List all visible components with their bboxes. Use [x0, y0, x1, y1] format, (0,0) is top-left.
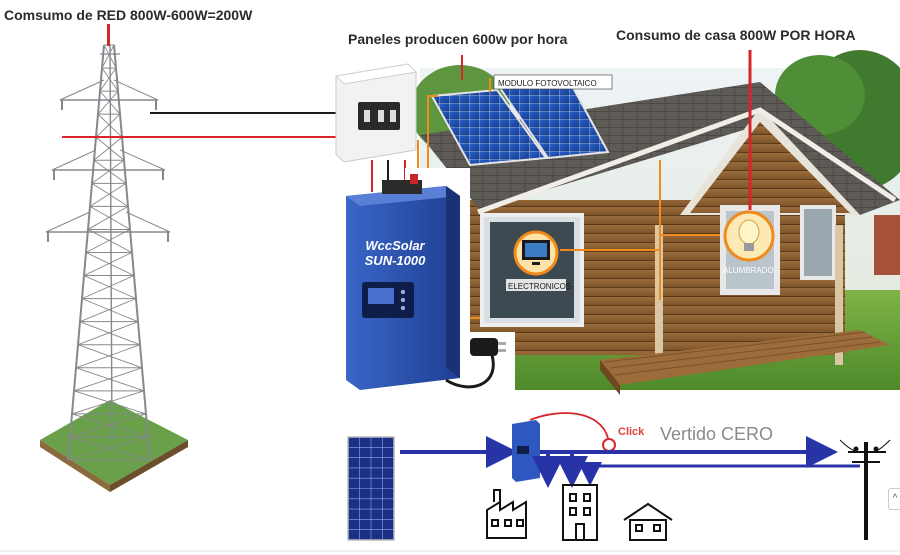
tower-strut [75, 344, 141, 369]
zero-export-label: Vertido CERO [660, 424, 774, 444]
building-icon [562, 484, 598, 541]
module-label-box [493, 74, 613, 90]
tower-strut [89, 205, 131, 230]
tower-strut [81, 275, 135, 300]
tower-strut [69, 413, 147, 438]
tv-icon [513, 230, 559, 276]
bulb-icon [723, 210, 775, 262]
tower-strut [95, 136, 125, 161]
tower-strut [97, 90, 119, 115]
red-consumption-label: Comsumo de RED 800W-600W=200W [4, 7, 253, 23]
tower-strut [109, 44, 113, 441]
tower-strut [97, 113, 123, 138]
tower-strut [103, 44, 117, 69]
utility-pole-icon [839, 439, 891, 540]
tower-strut [85, 229, 131, 253]
factory-icon [486, 489, 527, 539]
tower-strut [99, 90, 121, 115]
electronics-label-box [506, 279, 566, 291]
breaker-box-icon [334, 63, 418, 163]
tower-strut [59, 79, 105, 101]
tower-ground [40, 400, 188, 485]
lighting-label: ALUMBRADO [723, 266, 774, 275]
tower-strut [71, 413, 149, 438]
tower-strut [51, 149, 97, 171]
tower-strut [77, 344, 143, 369]
click-label: Click [618, 426, 645, 438]
electronics-label: ELECTRONICOS [508, 282, 572, 291]
tower-strut [79, 298, 137, 323]
tower-strut [77, 321, 139, 346]
tower-strut [83, 252, 133, 276]
tower-strut [81, 298, 139, 323]
inverter-brand-name: WccSolar [365, 238, 425, 253]
module-label: MODULO FOTOVOLTAICO [498, 79, 597, 88]
tower-strut [91, 159, 125, 184]
tower-strut [75, 367, 145, 392]
tower-strut [85, 252, 135, 276]
inverter-icon [346, 168, 470, 398]
tower-strut [71, 390, 145, 415]
inverter-model: SUN-1000 [364, 253, 426, 268]
tower-strut [73, 390, 147, 415]
tower-strut [101, 67, 119, 92]
house-scene [410, 50, 900, 395]
inverter-brand: WccSolar SUN-1000 [360, 238, 430, 268]
flow-diagram [347, 412, 891, 541]
tower-strut [45, 211, 91, 233]
tower-strut [89, 182, 127, 207]
tower-strut [79, 321, 141, 346]
plug-icon [445, 332, 515, 392]
tower-strut [125, 211, 171, 233]
tower-strut [99, 67, 117, 92]
tower-strut [113, 79, 159, 101]
solar-panel-icon [430, 80, 610, 167]
tower-top-wire [107, 24, 110, 46]
tower-strut [119, 149, 166, 171]
flow-inverter-icon [512, 420, 540, 482]
chevron-up-icon[interactable]: ^ [888, 488, 900, 510]
tower-strut [87, 205, 129, 230]
panels-production-label: Paneles producen 600w por hora [348, 31, 568, 47]
home-icon [623, 502, 673, 541]
tower-strut [87, 229, 133, 253]
tower-strut [83, 275, 137, 300]
tower-strut [69, 436, 151, 461]
tower-strut [101, 44, 115, 69]
tower-lattice [45, 44, 171, 461]
tower-strut [73, 367, 143, 392]
tower-strut [95, 113, 121, 138]
tower-strut [93, 159, 127, 184]
tower-strut [91, 182, 129, 207]
house-consumption-label: Consumo de casa 800W POR HORA [616, 27, 856, 43]
tower-strut [67, 436, 149, 461]
tower-strut [93, 136, 123, 161]
flow-solar-panel-icon [347, 436, 395, 541]
